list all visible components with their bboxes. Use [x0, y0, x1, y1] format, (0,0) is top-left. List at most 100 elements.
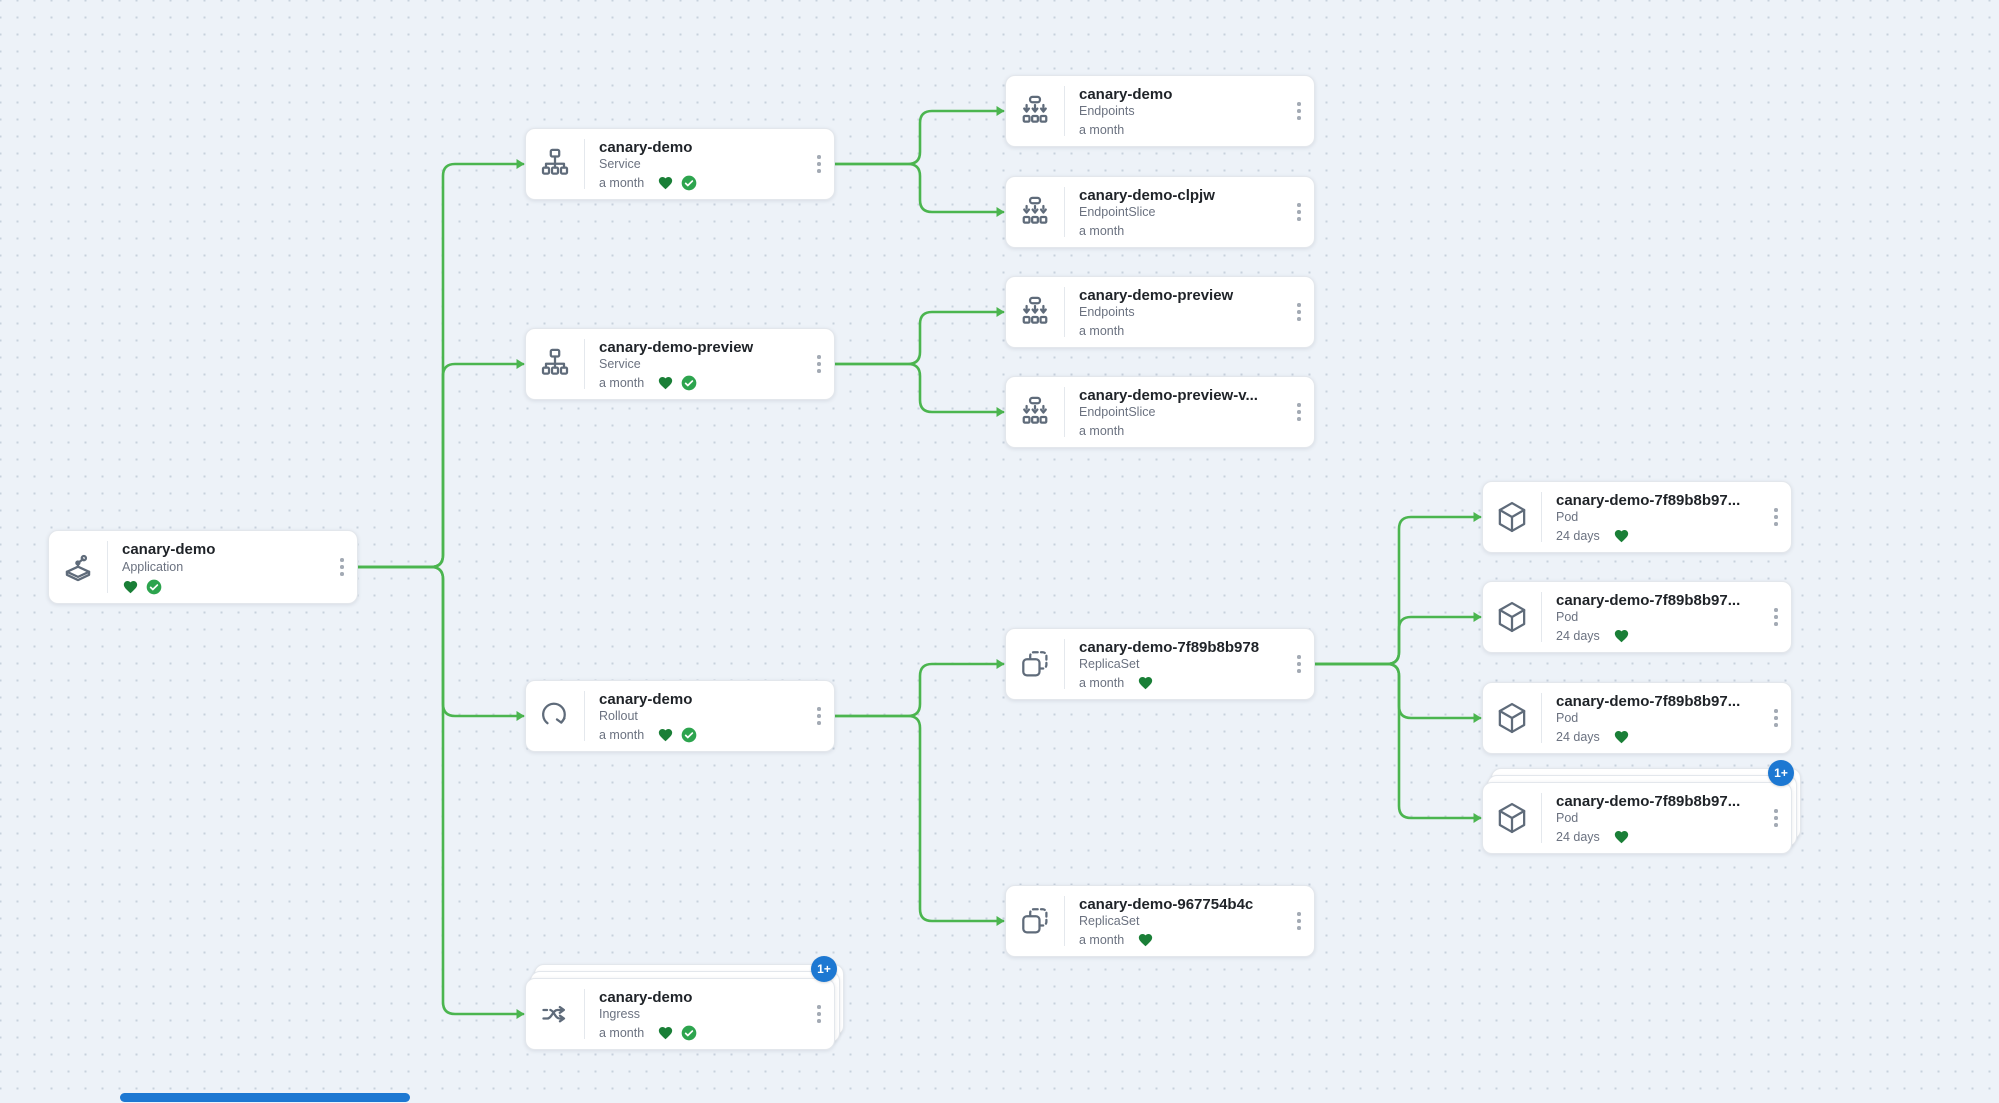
edge — [1313, 615, 1482, 666]
node-title: canary-demo — [599, 691, 693, 707]
edge-arrowhead — [1473, 813, 1482, 823]
pod-icon — [1483, 482, 1541, 552]
node-kind: Pod — [1556, 610, 1579, 624]
synced-check-icon — [681, 1025, 697, 1041]
edge — [1313, 662, 1482, 820]
pod-icon — [1483, 683, 1541, 753]
resource-node-eps2[interactable]: canary-demo-preview-v... EndpointSlice a… — [1005, 376, 1315, 448]
collapsed-count-badge[interactable]: 1+ — [1768, 760, 1794, 786]
health-heart-icon — [1139, 677, 1153, 690]
kebab-menu-button[interactable] — [327, 531, 357, 603]
edge — [833, 310, 1005, 366]
node-title: canary-demo — [122, 541, 216, 558]
node-age: a month — [599, 728, 645, 742]
edge — [356, 162, 525, 569]
node-title: canary-demo-7f89b8b97... — [1556, 793, 1741, 809]
resource-node-pod1[interactable]: canary-demo-7f89b8b97... Pod 24 days — [1482, 481, 1792, 553]
edge-arrowhead — [996, 407, 1005, 417]
edge — [356, 565, 525, 1016]
resource-node-rs1[interactable]: canary-demo-7f89b8b978 ReplicaSet a mont… — [1005, 628, 1315, 700]
rollout-icon — [526, 681, 584, 751]
node-title: canary-demo-preview-v... — [1079, 387, 1258, 404]
synced-check-icon — [681, 175, 697, 191]
resource-node-ep2[interactable]: canary-demo-preview Endpoints a month — [1005, 276, 1315, 348]
resource-node-app[interactable]: canary-demo Application — [48, 530, 358, 604]
node-title: canary-demo-preview — [1079, 287, 1234, 304]
node-kind: Pod — [1556, 811, 1579, 825]
resource-node-eps1[interactable]: canary-demo-clpjw EndpointSlice a month — [1005, 176, 1315, 248]
resource-node-ingress[interactable]: canary-demo Ingress a month 1+ — [525, 956, 844, 1050]
resource-node-rs2[interactable]: canary-demo-967754b4c ReplicaSet a month — [1005, 885, 1315, 957]
edge-arrowhead — [1473, 512, 1482, 522]
application-icon — [49, 531, 107, 603]
kebab-menu-button[interactable] — [804, 129, 834, 199]
edge — [833, 362, 1005, 414]
service-icon — [526, 129, 584, 199]
health-heart-icon — [1139, 934, 1153, 947]
node-kind: Pod — [1556, 711, 1579, 725]
synced-check-icon — [681, 375, 697, 391]
edge-arrowhead — [1473, 713, 1482, 723]
kebab-menu-button[interactable] — [1284, 76, 1314, 146]
node-age: a month — [1079, 224, 1125, 239]
edge-arrowhead — [996, 106, 1005, 116]
node-title: canary-demo-967754b4c — [1079, 896, 1254, 912]
health-heart-icon — [1614, 530, 1628, 543]
pod-icon — [1483, 783, 1541, 853]
node-kind: ReplicaSet — [1079, 914, 1140, 928]
edge — [833, 162, 1005, 214]
node-kind: Endpoints — [1079, 305, 1135, 320]
resource-node-pod2[interactable]: canary-demo-7f89b8b97... Pod 24 days — [1482, 581, 1792, 653]
kebab-menu-button[interactable] — [804, 329, 834, 399]
resource-node-pod4[interactable]: canary-demo-7f89b8b97... Pod 24 days 1+ — [1482, 760, 1801, 854]
kebab-menu-button[interactable] — [1284, 277, 1314, 347]
node-kind: Service — [599, 357, 641, 371]
health-heart-icon — [1614, 731, 1628, 744]
collapsed-count-badge[interactable]: 1+ — [811, 956, 837, 982]
kebab-menu-button[interactable] — [804, 681, 834, 751]
health-heart-icon — [123, 580, 138, 593]
edge — [833, 662, 1005, 718]
synced-check-icon — [146, 579, 162, 595]
node-age: 24 days — [1556, 629, 1600, 643]
resource-node-ep1[interactable]: canary-demo Endpoints a month — [1005, 75, 1315, 147]
endpoints-icon — [1006, 76, 1064, 146]
node-kind: Application — [122, 560, 184, 575]
node-age: a month — [599, 176, 645, 190]
kebab-menu-button[interactable] — [1284, 886, 1314, 956]
edge — [1313, 515, 1482, 666]
kebab-menu-button[interactable] — [1284, 177, 1314, 247]
edge-arrowhead — [516, 711, 525, 721]
kebab-menu-button[interactable] — [1761, 783, 1791, 853]
node-title: canary-demo-preview — [599, 339, 754, 355]
node-age: a month — [1079, 123, 1125, 138]
node-age: 24 days — [1556, 730, 1600, 744]
kebab-menu-button[interactable] — [1761, 582, 1791, 652]
kebab-menu-button[interactable] — [1761, 683, 1791, 753]
replicaset-icon — [1006, 629, 1064, 699]
edge-arrowhead — [996, 207, 1005, 217]
node-kind: Endpoints — [1079, 104, 1135, 119]
node-age: 24 days — [1556, 830, 1600, 844]
edge-arrowhead — [996, 659, 1005, 669]
edge — [833, 714, 1005, 923]
kebab-menu-button[interactable] — [1284, 629, 1314, 699]
horizontal-scrollbar-thumb[interactable] — [120, 1093, 410, 1102]
kebab-menu-button[interactable] — [1284, 377, 1314, 447]
health-heart-icon — [659, 1027, 673, 1040]
edge-arrowhead — [516, 1009, 525, 1019]
node-age: a month — [599, 1026, 645, 1040]
resource-node-svc1[interactable]: canary-demo Service a month — [525, 128, 835, 200]
resource-node-pod3[interactable]: canary-demo-7f89b8b97... Pod 24 days — [1482, 682, 1792, 754]
kebab-menu-button[interactable] — [804, 979, 834, 1049]
edge — [356, 565, 525, 718]
health-heart-icon — [1614, 630, 1628, 643]
resource-node-rollout[interactable]: canary-demo Rollout a month — [525, 680, 835, 752]
edge — [833, 109, 1005, 166]
resource-node-svc2[interactable]: canary-demo-preview Service a month — [525, 328, 835, 400]
node-kind: Service — [599, 157, 641, 171]
node-title: canary-demo — [1079, 86, 1173, 103]
kebab-menu-button[interactable] — [1761, 482, 1791, 552]
health-heart-icon — [659, 377, 673, 390]
edge-arrowhead — [516, 159, 525, 169]
